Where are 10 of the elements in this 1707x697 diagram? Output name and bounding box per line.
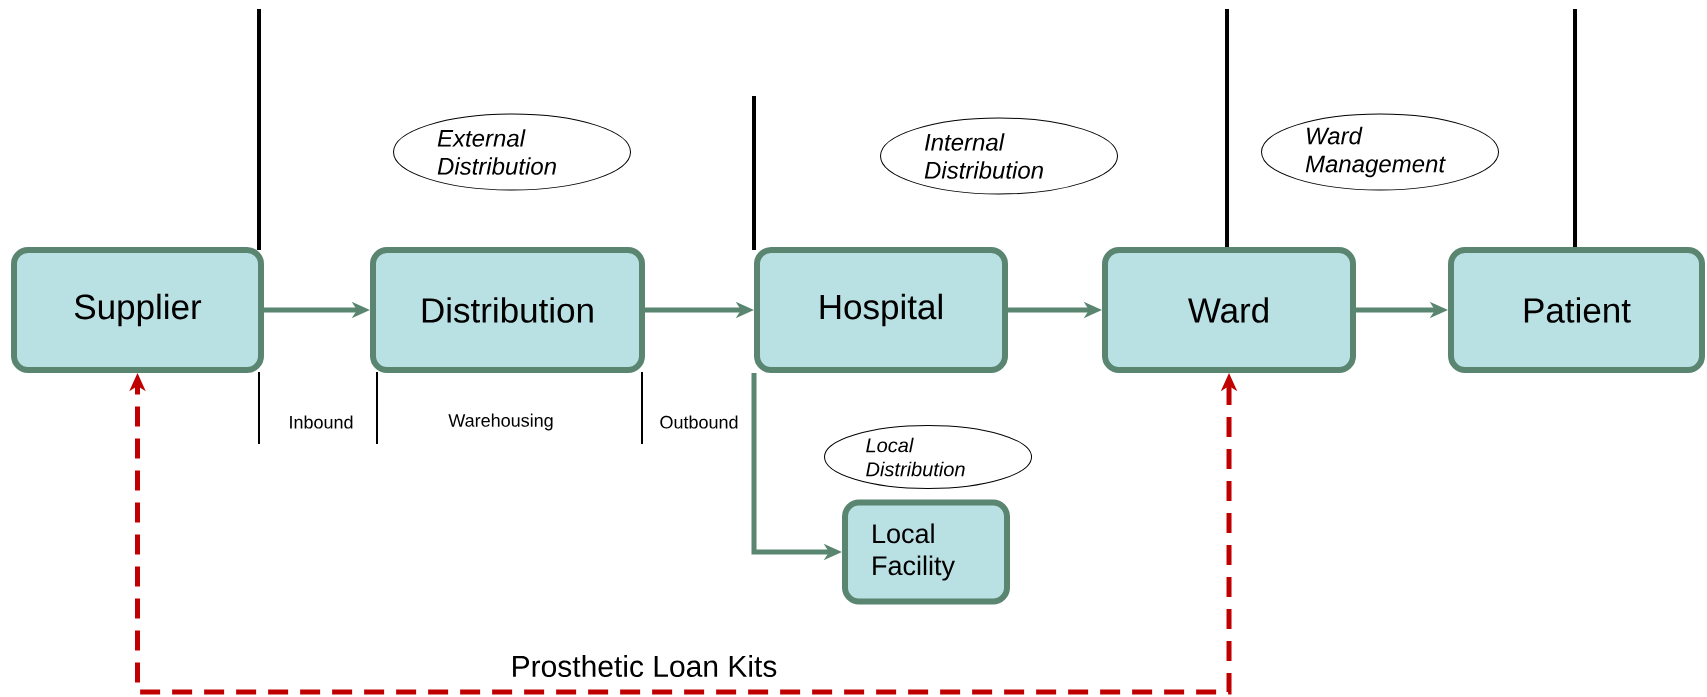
process-box: Hospital (754, 247, 1008, 373)
phase-label: Inbound (290, 415, 353, 429)
phase-label: Outbound (660, 415, 738, 429)
process-box: Ward (1102, 247, 1356, 373)
process-box: Distribution (370, 247, 645, 373)
edge-label: Prosthetic Loan Kits (513, 655, 777, 678)
phase-label: Warehousing (448, 413, 553, 431)
process-box: Supplier (11, 247, 264, 373)
process-box: Patient (1448, 247, 1705, 373)
process-box: Local Facility (842, 499, 1010, 605)
